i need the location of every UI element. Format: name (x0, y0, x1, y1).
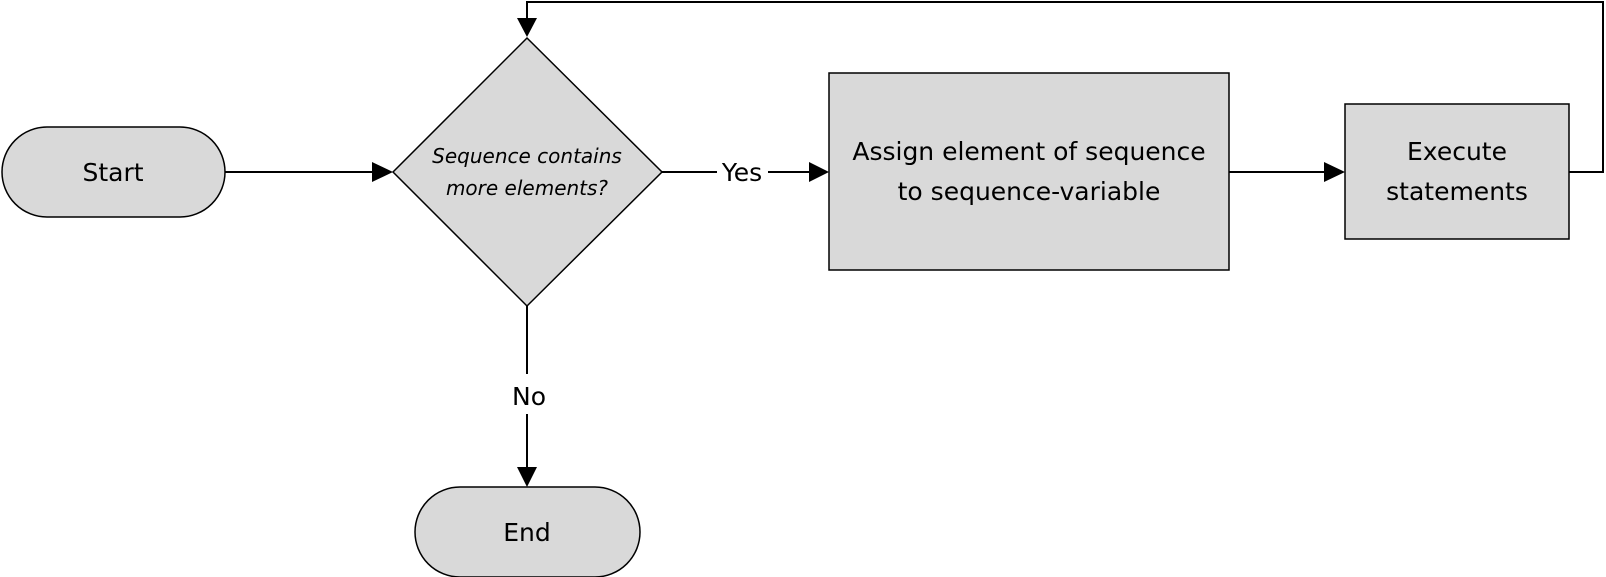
loop-back-arrowhead (517, 18, 537, 37)
end-terminator-shape (414, 486, 641, 577)
assign-label-line2: to sequence-variable (898, 177, 1161, 206)
decision-node: Sequence contains more elements? (391, 36, 664, 308)
loop-back-connector (526, 1, 1604, 173)
yes-edge-label: Yes (721, 158, 762, 187)
start-terminator-shape (1, 126, 226, 218)
execute-label-line2: statements (1386, 177, 1528, 206)
execute-node: Execute statements (1344, 103, 1570, 240)
assign-node: Assign element of sequence to sequence-v… (828, 72, 1230, 271)
start-node: Start (1, 126, 226, 218)
end-node: End (414, 486, 641, 577)
end-label: End (503, 518, 551, 547)
no-arrowhead (517, 467, 537, 487)
yes-arrowhead (809, 162, 829, 182)
no-edge-label: No (512, 382, 546, 411)
connectors (225, 1, 1604, 487)
execute-label-line1: Execute (1407, 137, 1507, 166)
decision-diamond-shape (391, 36, 664, 308)
decision-label-line1: Sequence contains (432, 144, 622, 168)
decision-label-line2: more elements? (446, 176, 608, 200)
start-to-decision-arrowhead (372, 162, 393, 182)
execute-process-shape (1344, 103, 1570, 240)
assign-to-execute-arrowhead (1324, 162, 1345, 182)
assign-process-shape (828, 72, 1230, 271)
assign-label-line1: Assign element of sequence (852, 137, 1205, 166)
start-label: Start (82, 158, 143, 187)
